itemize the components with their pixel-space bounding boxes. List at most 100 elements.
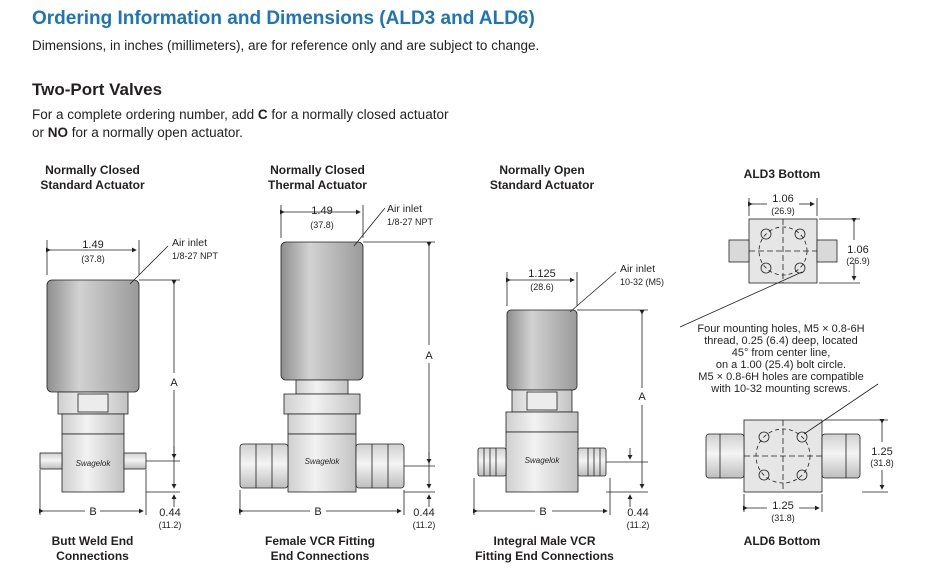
intro-text: or [32, 125, 48, 140]
ald6-fitting-left [705, 433, 745, 479]
ald6-height-in: 1.25 [871, 446, 892, 458]
caption-line: Standard Actuator [489, 178, 595, 192]
holes-note-line: thread, 0.25 (6.4) deep, located [704, 335, 858, 347]
ald6-bottom-drawing [705, 383, 888, 512]
bonnet [283, 393, 361, 415]
intro-line-1: For a complete ordering number, add C fo… [32, 107, 448, 122]
valve-1-dim-a: A [170, 377, 178, 389]
valve-2-brand: Swagelok [305, 457, 341, 466]
butt-weld-left [39, 452, 63, 470]
body-collar [287, 413, 357, 435]
mounting-hole [796, 469, 808, 481]
ald6-caption: ALD6 Bottom [743, 534, 821, 548]
mounting-hole [758, 469, 770, 481]
caption-line: End Connections [270, 549, 370, 563]
valve-2-width-mm: (37.8) [310, 220, 334, 230]
body-collar [61, 413, 125, 435]
valve-3-base-mm: (11.2) [627, 520, 650, 530]
bonnet-nut [526, 391, 558, 411]
holes-note-line: M5 × 0.8-6H holes are compatible [698, 371, 863, 383]
caption-line: Normally Closed [45, 163, 140, 177]
mounting-hole [760, 262, 772, 274]
valve-3-drawing [473, 271, 648, 515]
valve-2-drawing [239, 205, 435, 515]
valve-1-base-in: 0.44 [159, 507, 180, 519]
bonnet-nut [77, 393, 109, 413]
section-title: Two-Port Valves [32, 80, 163, 99]
valve-2-base-mm: (11.2) [413, 520, 436, 530]
caption-line: Normally Closed [270, 163, 365, 177]
intro-line-2: or NO for a normally open actuator. [32, 125, 243, 140]
valve-2-base-in: 0.44 [413, 507, 434, 519]
valve-3-dim-b: B [539, 506, 546, 518]
valve-body [61, 433, 125, 493]
male-vcr-left [477, 447, 507, 477]
valve-1-width-mm: (37.8) [81, 254, 105, 264]
ald3-bottom-drawing [679, 198, 860, 328]
ald6-width-mm: (31.8) [771, 513, 795, 523]
valve-1-width-in: 1.49 [82, 239, 103, 251]
valve-1-air-inlet-spec: 1/8-27 NPT [172, 251, 219, 261]
valve-3-air-inlet-spec: 10-32 (M5) [620, 277, 664, 287]
female-vcr-left [239, 443, 289, 489]
body-collar [505, 411, 579, 433]
caption-line: Butt Weld End [51, 534, 134, 548]
ald3-caption: ALD3 Bottom [743, 167, 821, 181]
mounting-hole [760, 228, 772, 240]
thermal-neck [295, 379, 349, 395]
mounting-hole [796, 431, 808, 443]
valve-3-air-inlet: Air inlet [620, 263, 655, 275]
intro-code-no: NO [47, 125, 69, 140]
valve-2-dim-b: B [314, 506, 321, 518]
valve-1-brand: Swagelok [76, 459, 112, 468]
caption-line: Connections [56, 549, 129, 563]
ald6-width-in: 1.25 [772, 500, 793, 512]
holes-note-line: Four mounting holes, M5 × 0.8-6H [697, 323, 864, 335]
ald3-width-mm: (26.9) [771, 206, 795, 216]
ald3-port-right [816, 239, 838, 263]
caption-line: Integral Male VCR [493, 534, 596, 548]
ald6-height-mm: (31.8) [870, 458, 894, 468]
caption-line: Standard Actuator [40, 178, 145, 192]
holes-note-line: on a 1.00 (25.4) bolt circle. [716, 359, 846, 371]
valve-body [287, 433, 357, 493]
valve-2-air-inlet: Air inlet [387, 203, 422, 215]
valve-2-air-inlet-spec: 1/8-27 NPT [387, 217, 434, 227]
intro-text: for a normally open actuator. [68, 125, 243, 140]
ald3-port-left [728, 239, 750, 263]
mounting-hole [794, 228, 806, 240]
ald3-width-in: 1.06 [772, 193, 793, 205]
valve-2-width-in: 1.49 [311, 205, 332, 217]
intro-code-c: C [257, 107, 268, 122]
ald6-fitting-right [821, 433, 861, 479]
actuator-body [506, 309, 578, 391]
valve-1-dim-b: B [89, 506, 96, 518]
page-title: Ordering Information and Dimensions (ALD… [32, 8, 535, 29]
intro-text: for a normally closed actuator [267, 107, 449, 122]
valve-body [505, 431, 579, 493]
ald3-height-mm: (26.9) [846, 256, 870, 266]
butt-weld-right [123, 452, 147, 470]
actuator-body [46, 279, 140, 393]
valve-3-width-mm: (28.6) [530, 282, 554, 292]
ald3-height-in: 1.06 [847, 244, 868, 256]
holes-note-line: with 10-32 mounting screws. [710, 383, 850, 395]
valve-1-base-mm: (11.2) [159, 520, 182, 530]
holes-note-line: 45° from center line, [732, 347, 831, 359]
valve-3-brand: Swagelok [525, 456, 561, 465]
valve-3-dim-a: A [638, 391, 646, 403]
female-vcr-right [355, 443, 405, 489]
caption-line: Female VCR Fitting [264, 534, 375, 548]
page-subtitle: Dimensions, in inches (millimeters), are… [32, 38, 540, 53]
intro-text: For a complete ordering number, add [32, 107, 258, 122]
valve-3-base-in: 0.44 [627, 507, 648, 519]
thermal-actuator-body [280, 241, 364, 381]
male-vcr-right [577, 447, 607, 477]
